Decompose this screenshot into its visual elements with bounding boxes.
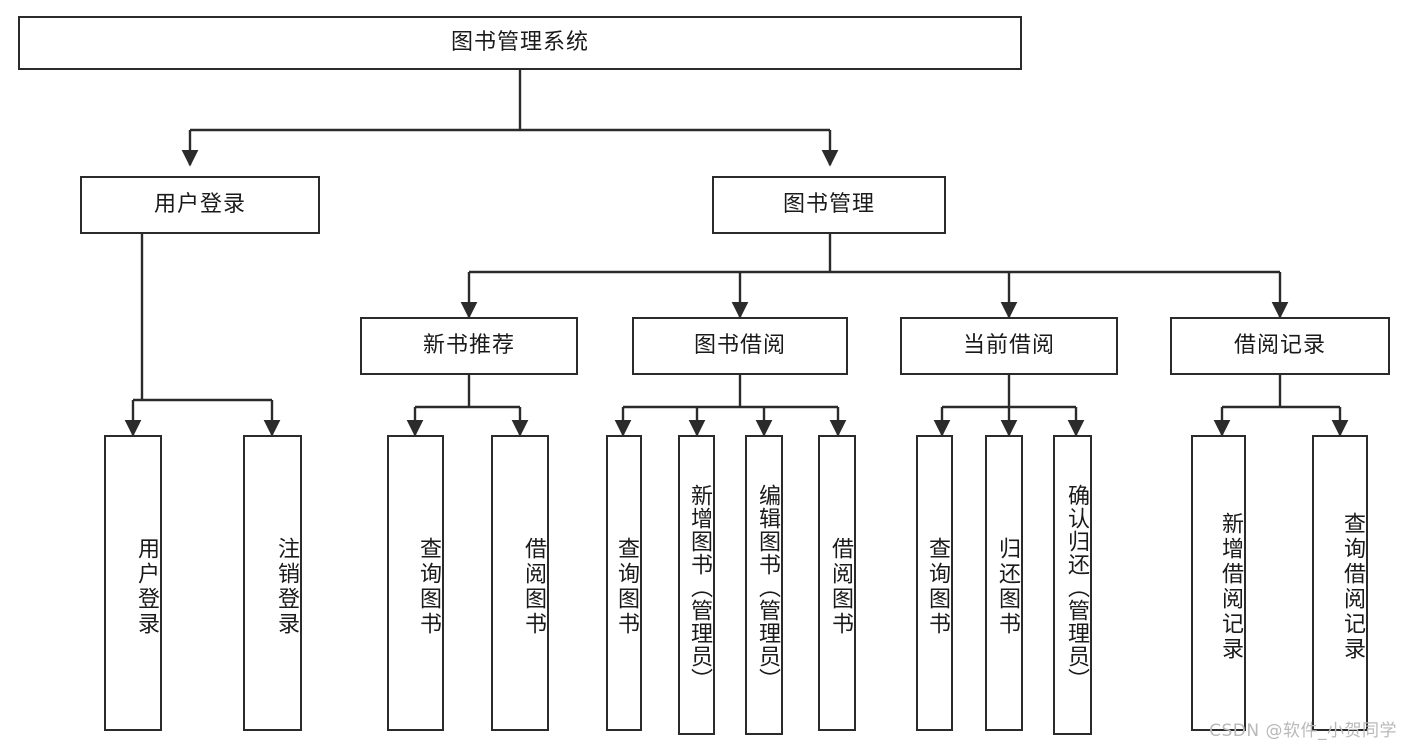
node-current-borrow[interactable]: 当前借阅 — [900, 317, 1118, 375]
leaf-add-record[interactable]: 新增借阅记录 — [1191, 435, 1246, 731]
node-book-borrow[interactable]: 图书借阅 — [632, 317, 848, 375]
leaf-logout-login[interactable]: 注销登录 — [243, 435, 302, 731]
leaf-borrow-book-1[interactable]: 借阅图书 — [491, 435, 549, 731]
leaf-query-book-3[interactable]: 查询图书 — [916, 435, 953, 731]
leaf-return-book[interactable]: 归还图书 — [985, 435, 1023, 731]
leaf-confirm-return[interactable]: 确认归还（管理员） — [1053, 435, 1092, 735]
leaf-borrow-book-2[interactable]: 借阅图书 — [818, 435, 856, 731]
node-book-manage[interactable]: 图书管理 — [712, 176, 946, 234]
leaf-add-book[interactable]: 新增图书（管理员） — [678, 435, 715, 735]
leaf-user-login[interactable]: 用户登录 — [104, 435, 162, 731]
node-borrow-record[interactable]: 借阅记录 — [1170, 317, 1390, 375]
node-root[interactable]: 图书管理系统 — [18, 16, 1022, 70]
leaf-query-book-1[interactable]: 查询图书 — [387, 435, 444, 731]
leaf-edit-book[interactable]: 编辑图书（管理员） — [745, 435, 783, 735]
node-new-book-rec[interactable]: 新书推荐 — [360, 317, 578, 375]
node-user-login[interactable]: 用户登录 — [80, 176, 320, 234]
leaf-query-record[interactable]: 查询借阅记录 — [1312, 435, 1368, 731]
leaf-query-book-2[interactable]: 查询图书 — [606, 435, 642, 731]
csdn-watermark: CSDN @软件_小贺同学 — [1209, 721, 1397, 741]
